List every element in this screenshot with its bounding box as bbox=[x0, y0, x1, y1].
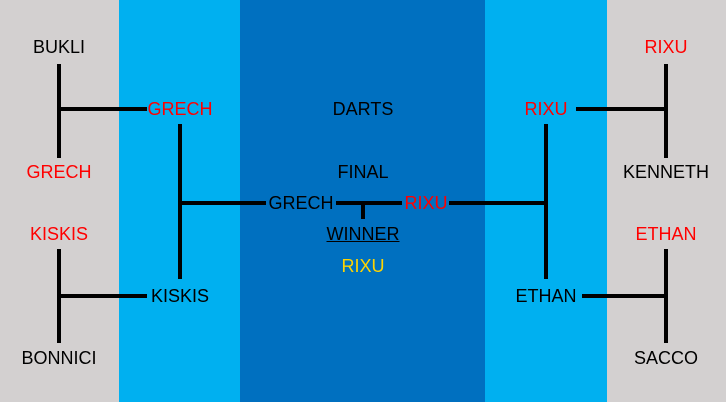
right-bottom-horizontal-connector bbox=[582, 294, 668, 298]
left-top-vertical-connector bbox=[57, 64, 61, 158]
left-round1-top-player-a: BUKLI bbox=[32, 37, 86, 57]
right-round2-bottom-player: ETHAN bbox=[515, 286, 577, 306]
winner-name: RIXU bbox=[341, 256, 385, 276]
left-top-horizontal-connector bbox=[59, 107, 147, 111]
right-round1-top-player-a: RIXU bbox=[644, 37, 688, 57]
right-round2-top-player: RIXU bbox=[524, 99, 568, 119]
final-center-vertical-stem bbox=[361, 201, 365, 219]
left-bottom-horizontal-connector bbox=[59, 294, 147, 298]
left-round2-top-player: GRECH bbox=[147, 99, 213, 119]
right-round1-bottom-player-a: ETHAN bbox=[635, 224, 697, 244]
right-finalist: RIXU bbox=[404, 193, 448, 213]
final-label: FINAL bbox=[337, 162, 389, 182]
right-round1-top-player-b: KENNETH bbox=[622, 162, 710, 182]
right-semis-vertical-connector bbox=[544, 124, 548, 279]
left-round1-bottom-player-b: BONNICI bbox=[21, 348, 97, 368]
left-round1-top-player-b: GRECH bbox=[26, 162, 92, 182]
right-final-horizontal-connector bbox=[449, 201, 548, 205]
left-round1-bottom-player-a: KISKIS bbox=[29, 224, 89, 244]
page-title: DARTS bbox=[332, 99, 394, 119]
left-final-horizontal-connector bbox=[180, 201, 266, 205]
final-center-horizontal-connector bbox=[336, 201, 402, 205]
right-top-horizontal-connector bbox=[576, 107, 668, 111]
left-round2-bottom-player: KISKIS bbox=[150, 286, 210, 306]
right-bottom-vertical-connector bbox=[664, 249, 668, 343]
right-top-vertical-connector bbox=[664, 64, 668, 158]
right-round1-bottom-player-b: SACCO bbox=[633, 348, 699, 368]
winner-label: WINNER bbox=[326, 224, 400, 244]
left-finalist: GRECH bbox=[268, 193, 334, 213]
